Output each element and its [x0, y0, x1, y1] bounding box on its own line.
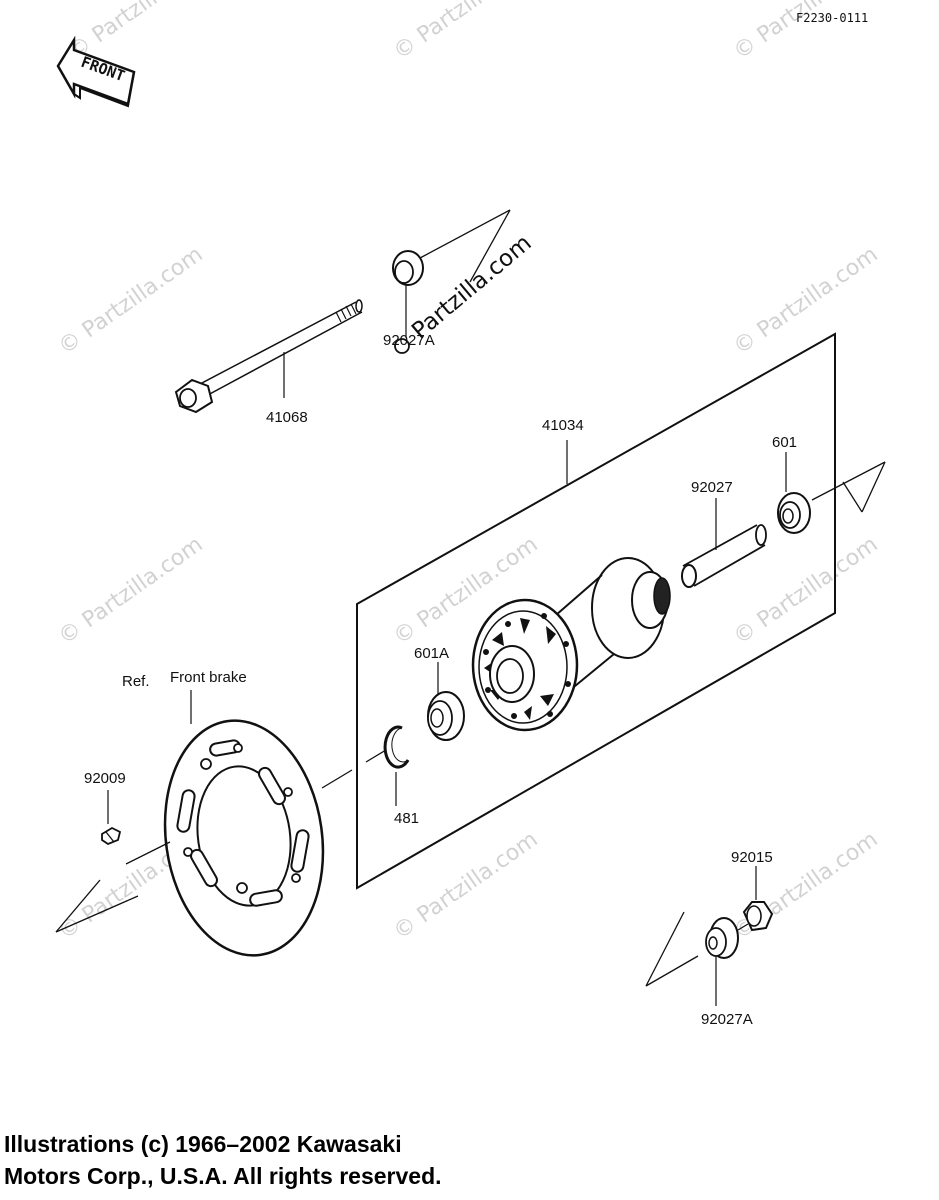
part-label-nut: 92015 — [731, 849, 773, 866]
watermark: © Partzilla.com — [389, 0, 542, 65]
watermark: © Partzilla.com — [729, 532, 882, 650]
copyright-line-2: Motors Corp., U.S.A. All rights reserved… — [4, 1163, 442, 1189]
axis-line — [365, 749, 387, 763]
front-brake-label: Front brake — [170, 669, 247, 686]
ref-label: Ref. — [122, 673, 150, 690]
axis-line — [55, 895, 139, 933]
part-label-collar-bottom: 92027A — [701, 1011, 753, 1028]
axle-bolt — [174, 299, 363, 414]
watermark: © Partzilla.com — [729, 242, 882, 360]
part-label-disc-bolt: 92009 — [84, 770, 126, 787]
spacer-tube — [681, 498, 767, 588]
axis-line — [55, 879, 101, 933]
part-label-hub: 41034 — [542, 417, 584, 434]
bearing-right — [777, 452, 886, 534]
watermark: © Partzilla.com — [729, 0, 882, 65]
axis-line — [125, 841, 171, 865]
watermark-center: Partzilla.com — [407, 230, 536, 345]
axis-line — [321, 769, 353, 789]
part-label-circlip: 481 — [394, 810, 419, 827]
watermark: © Partzilla.com — [389, 827, 542, 945]
bearing-left — [427, 662, 465, 741]
copyright-line-1: Illustrations (c) 1966–2002 Kawasaki — [4, 1131, 402, 1157]
circlip — [383, 725, 410, 806]
watermark: © Partzilla.com — [54, 532, 207, 650]
part-label-collar-top: 92027A — [383, 332, 435, 349]
collar-bottom — [645, 911, 749, 1006]
copyright-notice: Illustrations (c) 1966–2002 Kawasaki Mot… — [4, 1128, 442, 1192]
hub-assembly-outline — [356, 332, 836, 890]
part-label-spacer: 92027 — [691, 479, 733, 496]
part-label-bearing-right: 601 — [772, 434, 797, 451]
disc-bolt — [101, 790, 122, 846]
diagram-code: F2230-0111 — [796, 11, 868, 25]
watermark: © Partzilla.com — [54, 242, 207, 360]
nut — [742, 866, 774, 932]
collar-top — [392, 209, 511, 354]
part-label-axle: 41068 — [266, 409, 308, 426]
wheel-hub — [471, 557, 671, 732]
brake-disc — [163, 719, 325, 957]
part-label-bearing-left: 601A — [414, 645, 449, 662]
